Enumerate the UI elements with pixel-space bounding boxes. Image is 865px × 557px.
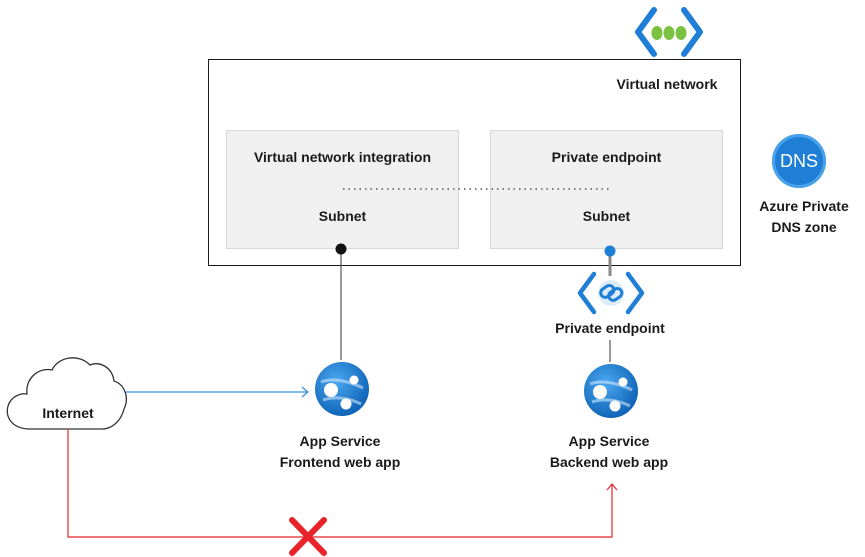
internet-backend-blocked-path <box>67 430 613 538</box>
dns-zone-label-line1: Azure Private <box>759 198 849 214</box>
blocked-x-icon <box>289 517 327 556</box>
backend-label-line1: App Service <box>568 433 650 449</box>
internet-label: Internet <box>42 405 94 421</box>
subnet-left-title: Virtual network integration <box>253 149 432 165</box>
frontend-label-line2: Frontend web app <box>279 454 401 470</box>
dns-icon: DNS <box>772 134 826 188</box>
virtual-network-label: Virtual network <box>616 76 718 92</box>
vnet-icon <box>635 7 703 57</box>
internet-frontend-arrowhead <box>301 386 309 398</box>
backend-label-line2: Backend web app <box>549 454 669 470</box>
frontend-subnet-dot <box>335 243 347 255</box>
private-endpoint-label: Private endpoint <box>555 320 665 336</box>
internet-backend-arrowhead <box>606 483 618 491</box>
private-endpoint-icon <box>577 271 645 315</box>
subnet-right-title: Private endpoint <box>551 149 662 165</box>
pe-subnet-dot <box>604 245 616 257</box>
cloud-icon <box>6 357 127 430</box>
dns-zone-label-line2: DNS zone <box>771 219 837 235</box>
app-service-icon-backend <box>584 364 638 418</box>
frontend-label-line1: App Service <box>299 433 381 449</box>
subnet-left-subtitle: Subnet <box>318 208 367 224</box>
subnet-right-subtitle: Subnet <box>582 208 631 224</box>
dns-icon-text: DNS <box>779 151 818 171</box>
app-service-icon-frontend <box>315 362 369 416</box>
